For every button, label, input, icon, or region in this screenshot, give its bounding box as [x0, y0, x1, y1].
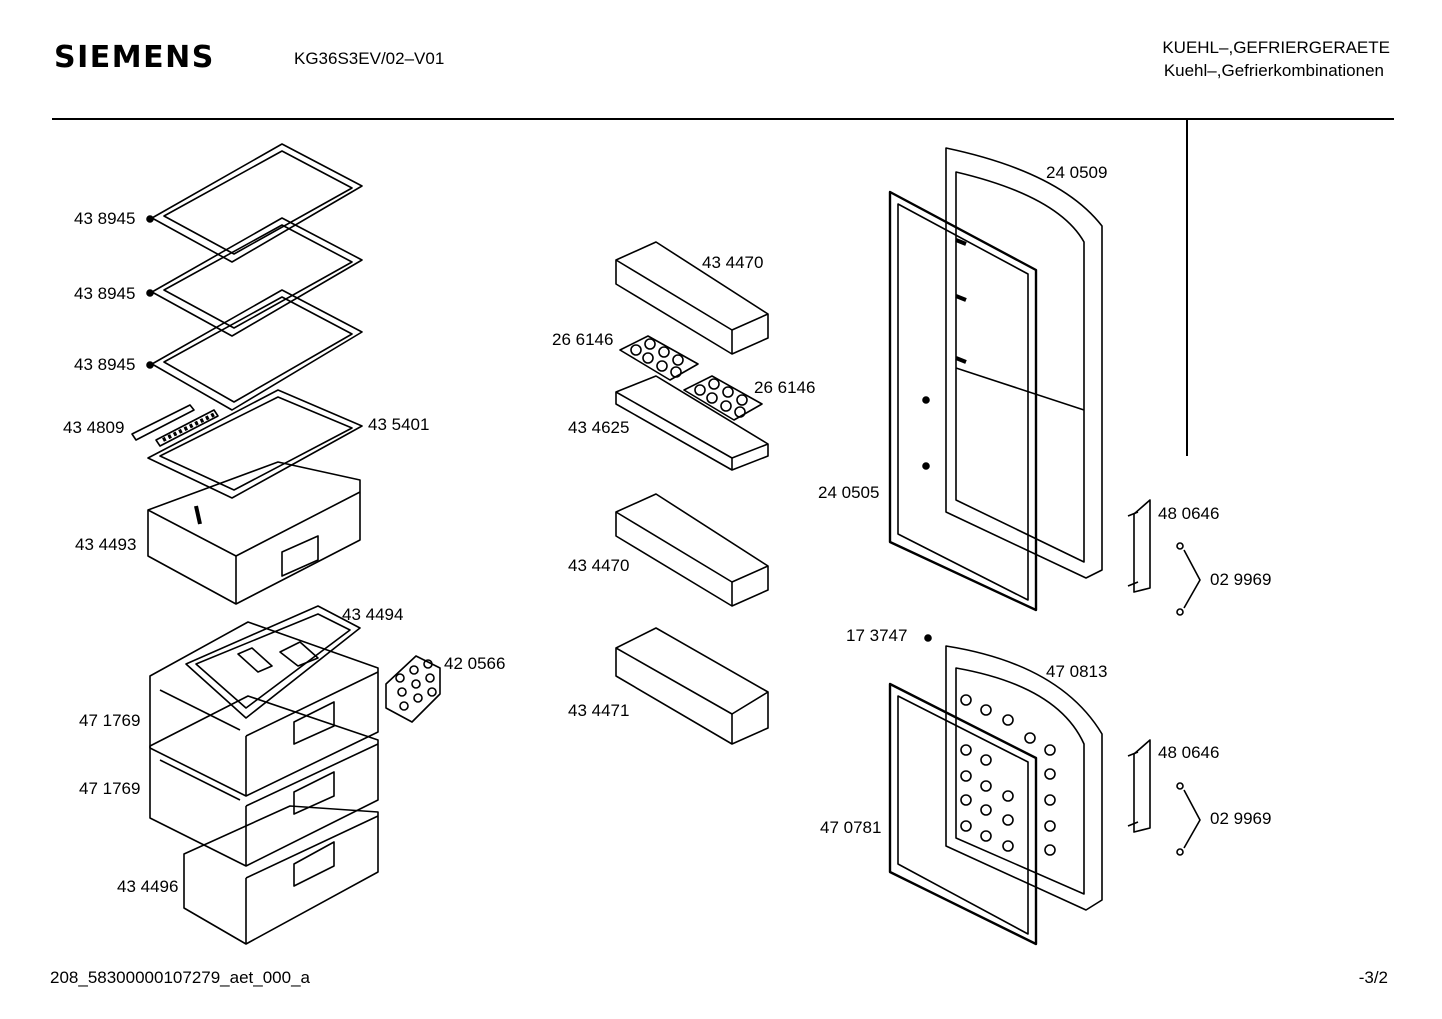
- part-label-shelf-bottom: 43 5401: [368, 415, 430, 434]
- glass-shelf-2: [146, 217, 363, 337]
- egg-tray-1: [619, 335, 699, 381]
- door-shelf-1: [615, 241, 769, 355]
- part-label-door-shelf-egg: 43 4625: [568, 418, 630, 437]
- part-label-crisper-tray: 43 4493: [75, 535, 137, 554]
- part-label-door-shelf-2: 43 4470: [568, 556, 630, 575]
- freezer-door: [945, 645, 1103, 911]
- brand-logo: SIEMENS: [54, 40, 215, 75]
- door-shelf-2: [615, 493, 769, 607]
- fridge-door: [945, 147, 1103, 579]
- document-id: 208_58300000107279_aet_000_a: [50, 968, 310, 987]
- part-label-egg-tray-1: 26 6146: [552, 330, 614, 349]
- door-shelf-3: [615, 627, 769, 745]
- part-label-shelf-2: 43 8945: [74, 284, 136, 303]
- bottom-glass-shelf: [147, 389, 363, 499]
- part-label-fridge-door: 24 0509: [1046, 163, 1108, 182]
- part-label-freezer-drawer-1: 47 1769: [79, 711, 141, 730]
- hinge-lower: [1127, 739, 1151, 833]
- shelf-rail: [131, 404, 219, 447]
- part-label-shelf-3: 43 8945: [74, 355, 136, 374]
- part-label-screw: 17 3747: [846, 626, 908, 645]
- part-label-freezer-tray: 43 4494: [342, 605, 404, 624]
- part-label-cap-lower: 02 9969: [1210, 809, 1272, 828]
- part-label-door-shelf-3: 43 4471: [568, 701, 630, 720]
- fridge-door-gasket: [888, 190, 1038, 612]
- part-label-door-shelf-1: 43 4470: [702, 253, 764, 272]
- category-subtitle: Kuehl–,Gefrierkombinationen: [1163, 61, 1384, 80]
- glass-shelf-1: [146, 143, 363, 263]
- freezer-tray: [185, 605, 361, 719]
- part-label-freezer-door: 47 0813: [1046, 662, 1108, 681]
- part-label-fridge-gasket: 24 0505: [818, 483, 880, 502]
- part-label-freezer-gasket: 47 0781: [820, 818, 882, 837]
- freezer-drawer-3: [183, 805, 379, 945]
- crisper-tray: [147, 461, 361, 605]
- glass-shelf-3: [146, 289, 363, 411]
- header-rule: [52, 118, 1394, 120]
- part-label-shelf-rail: 43 4809: [63, 418, 125, 437]
- part-label-hinge-lower: 48 0646: [1158, 743, 1220, 762]
- screw: [924, 634, 932, 642]
- cap-upper: [1176, 542, 1201, 616]
- part-label-cap-upper: 02 9969: [1210, 570, 1272, 589]
- freezer-door-gasket: [888, 682, 1038, 946]
- freezer-drawer-2: [149, 695, 379, 867]
- egg-tray-2: [683, 375, 763, 421]
- vertical-divider: [1186, 118, 1188, 456]
- hinge-upper: [1127, 499, 1151, 593]
- page-number: -3/2: [1358, 968, 1388, 987]
- category-title: KUEHL–,GEFRIERGERAETE: [1162, 38, 1390, 57]
- ice-cube-tray: [385, 655, 441, 723]
- door-shelf-egg: [615, 375, 769, 471]
- part-label-freezer-drawer-2: 47 1769: [79, 779, 141, 798]
- cap-lower: [1176, 782, 1201, 856]
- part-label-hinge-upper: 48 0646: [1158, 504, 1220, 523]
- model-number: KG36S3EV/02–V01: [294, 49, 445, 68]
- part-label-freezer-drawer-3: 43 4496: [117, 877, 179, 896]
- part-label-shelf-1: 43 8945: [74, 209, 136, 228]
- freezer-drawer-1: [149, 621, 379, 797]
- part-label-ice-cube-tray: 42 0566: [444, 654, 506, 673]
- part-label-egg-tray-2: 26 6146: [754, 378, 816, 397]
